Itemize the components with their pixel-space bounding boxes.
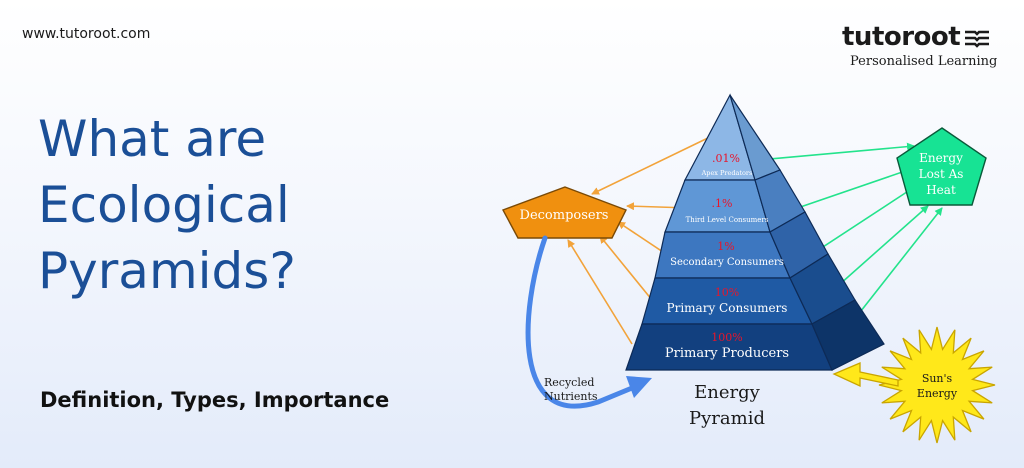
arrow-to-decomposers — [591, 135, 713, 195]
decomposer-arrows — [567, 135, 713, 345]
title-line: Pyramids? — [38, 242, 296, 300]
arrow-to-decomposers — [599, 235, 653, 301]
pyramid-tier-5-side — [811, 299, 885, 371]
sun-label: Energy — [917, 387, 958, 400]
decomposers-shape — [502, 186, 627, 239]
heat-label: Heat — [926, 183, 956, 197]
heat-label: Energy — [919, 151, 963, 165]
pyramid-title: Energy — [694, 382, 761, 403]
title-line: Ecological — [38, 176, 290, 234]
page-title: What are Ecological Pyramids? — [38, 106, 418, 304]
recycled-arrowhead — [626, 376, 652, 398]
sun-energy-arrow — [832, 362, 899, 388]
recycled-label: Recycled — [544, 376, 594, 389]
tier-percent: 100% — [711, 331, 742, 344]
title-line: What are — [38, 110, 267, 168]
heat-label: Lost As — [919, 167, 964, 181]
arrow-to-decomposers — [567, 239, 633, 345]
tier-name: Primary Producers — [665, 346, 789, 361]
tier-name: Apex Predators — [701, 169, 753, 177]
decomposers-label: Decomposers — [520, 208, 609, 223]
tier-name: Third Level Consumers — [686, 216, 769, 224]
brand-name: tutoroot — [842, 22, 961, 52]
recycled-nutrients-arrow — [525, 235, 635, 409]
tier-percent: 1% — [717, 240, 734, 253]
heat-shape — [896, 127, 987, 206]
pyramid-tier-3 — [654, 231, 791, 279]
brand-tagline: Personalised Learning — [850, 54, 998, 69]
tier-percent: .01% — [712, 152, 740, 165]
tier-name: Secondary Consumers — [670, 257, 784, 268]
book-icon — [965, 30, 989, 48]
sun-core — [905, 353, 969, 417]
sun-label: Sun's — [922, 372, 953, 385]
pyramid-title: Pyramid — [689, 408, 765, 429]
pyramid — [625, 93, 885, 371]
arrow-to-heat — [779, 166, 915, 215]
tier-name: Primary Consumers — [667, 301, 788, 315]
subtitle: Definition, Types, Importance — [40, 388, 390, 412]
recycled-label: Nutrients — [544, 390, 598, 403]
arrow-to-heat — [757, 142, 915, 161]
site-url[interactable]: www.tutoroot.com — [22, 26, 151, 42]
brand-logo[interactable]: tutoroot Personalised Learning — [838, 22, 998, 72]
tier-percent: .1% — [712, 197, 733, 210]
tier-percent: 10% — [715, 286, 739, 299]
